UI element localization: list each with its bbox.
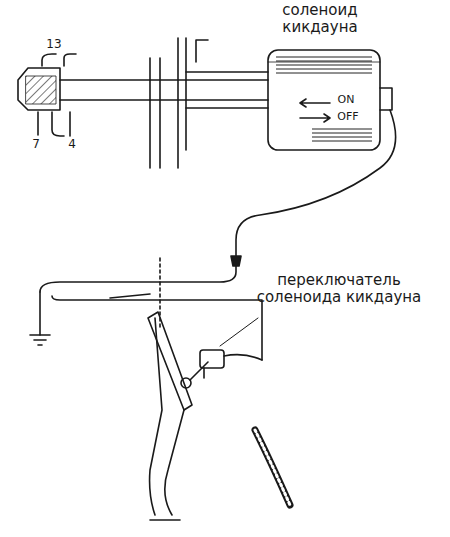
drawing-stroke: [177, 38, 179, 168]
connector: [231, 256, 241, 266]
drawing-stroke: [268, 62, 380, 63]
wire: [40, 266, 236, 292]
drawing-stroke: [224, 355, 262, 360]
callout-number: 7: [28, 138, 44, 152]
drawing-stroke: [300, 114, 330, 122]
state-label: OFF: [334, 111, 362, 124]
kickdown-solenoid: [268, 50, 392, 150]
callout-number: 13: [42, 38, 66, 52]
drawing-stroke: [150, 79, 268, 81]
drawing-stroke: [42, 54, 56, 66]
cable: [236, 110, 396, 256]
drawing-stroke: [37, 112, 39, 135]
valve-body: [18, 54, 150, 136]
part-label: переключатель соленоида кикдауна: [244, 272, 434, 307]
drawing-stroke: [190, 362, 208, 380]
drawing-stroke: [159, 58, 161, 168]
drawing-stroke: [149, 58, 151, 168]
mounting-plate: [150, 38, 268, 168]
drawing-stroke: [165, 410, 184, 515]
drawing-stroke: [300, 99, 330, 107]
drawing-stroke: [34, 339, 46, 341]
drawing-stroke: [64, 54, 76, 66]
drawing-stroke: [203, 368, 205, 378]
state-label: ON: [334, 94, 358, 107]
drawing-stroke: [60, 79, 150, 81]
drawing-stroke: [148, 312, 192, 410]
drawing-stroke: [30, 334, 50, 336]
drawing-stroke: [110, 294, 150, 298]
part-label: соленоид кикдауна: [270, 2, 370, 37]
drawing-stroke: [312, 126, 372, 144]
drawing-stroke: [186, 107, 268, 109]
callout-number: 4: [64, 138, 80, 152]
wire: [39, 292, 41, 335]
drawing-stroke: [52, 112, 64, 136]
drawing-stroke: [18, 68, 60, 110]
drawing-stroke: [60, 99, 150, 101]
drawing-stroke: [255, 430, 290, 505]
drawing-stroke: [255, 430, 290, 505]
ground-symbol: [30, 335, 50, 345]
drawing-stroke: [200, 350, 224, 368]
drawing-stroke: [268, 50, 380, 150]
drawing-stroke: [150, 99, 268, 101]
drawing-stroke: [196, 40, 208, 62]
leader-line: [220, 318, 258, 346]
drawing-stroke: [150, 519, 180, 521]
drawing-stroke: [276, 56, 372, 74]
drawing-stroke: [150, 318, 162, 515]
drawing-stroke: [38, 344, 42, 346]
drawing-stroke: [380, 88, 392, 110]
drawing-stroke: [26, 76, 56, 104]
drawing-stroke: [186, 71, 268, 73]
kickdown-switch: [200, 350, 262, 378]
drawing-stroke: [185, 38, 187, 150]
drawing-stroke: [69, 112, 71, 136]
